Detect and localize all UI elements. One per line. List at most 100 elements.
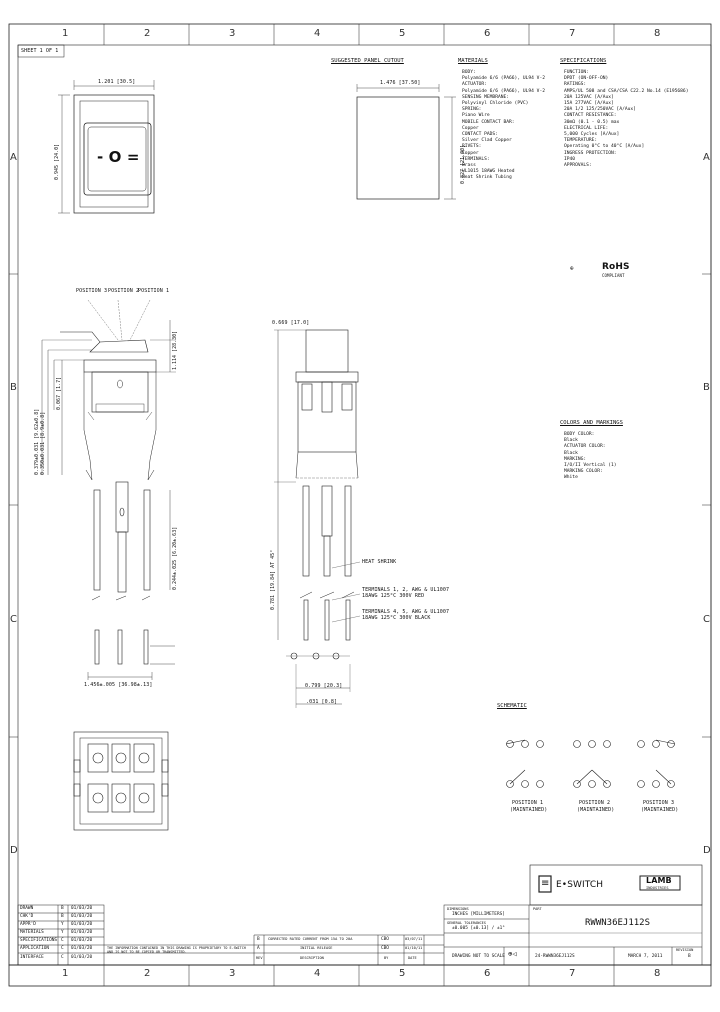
colors-line: ACTUATOR COLOR: xyxy=(564,444,606,450)
revision-row-rev: B xyxy=(257,937,260,942)
zone-row-a: A xyxy=(10,152,17,163)
spec-line: 30mΩ (0.1 - 0.5) max xyxy=(564,119,620,125)
spec-line: 20A 125VAC [A/Aux] xyxy=(564,94,614,100)
approval-row-label: DRAWN xyxy=(20,906,34,911)
eswitch-logo-icon: ≡ xyxy=(541,878,550,889)
materials-line: Heat Shrink Tubing xyxy=(462,175,512,181)
tolerance-value: ±0.005 [±0.13] / ±1° xyxy=(452,926,505,931)
materials-line: Copper xyxy=(462,125,479,131)
materials-line: MOBILE CONTACT BAR: xyxy=(462,119,515,125)
approval-row-label: APPLICATION xyxy=(20,946,50,951)
approval-row-init: C xyxy=(61,946,64,951)
zone-col-7-bottom: 7 xyxy=(569,968,576,979)
materials-line: Silver Clad Copper xyxy=(462,138,512,144)
panel-cutout-title: SUGGESTED PANEL CUTOUT xyxy=(331,58,404,64)
zone-col-3-bottom: 3 xyxy=(229,968,236,979)
rohs-sub: COMPLIANT xyxy=(602,273,625,278)
drawing-date: MARCH 7, 2011 xyxy=(628,954,663,959)
front-view-left-dim: 0.781 [19.84] AT 45° xyxy=(270,549,276,610)
position-1-label: POSITION 1 xyxy=(138,288,170,294)
ul-mark-icon: ⊕ xyxy=(570,265,574,272)
position-3-label: POSITION 3 xyxy=(76,288,108,294)
front-view-bottom-dim-2: .031 [0.8] xyxy=(306,699,338,705)
materials-line: Polyamide 6/6 (PA66), UL94 V-2 xyxy=(462,88,545,94)
approval-row-init: C xyxy=(61,938,64,943)
colors-line: MARKING: xyxy=(564,456,587,462)
zone-row-b-right: B xyxy=(703,382,710,393)
side-view-dim-3: 0.067 [1.7] xyxy=(56,376,62,410)
zone-col-3: 3 xyxy=(229,28,236,39)
spec-line: RATINGS: xyxy=(564,82,587,88)
colors-line: BODY COLOR: xyxy=(564,432,595,437)
colors-title: COLORS AND MARKINGS xyxy=(560,420,623,426)
specifications-title: SPECIFICATIONS xyxy=(560,58,607,64)
revision-row-date: 03/07/11 xyxy=(405,937,423,941)
revision-row-date: 01/10/11 xyxy=(405,946,423,950)
zone-col-5: 5 xyxy=(399,28,406,39)
spec-line: FUNCTION: xyxy=(564,70,589,75)
colors-line: Black xyxy=(564,450,578,456)
zone-col-8: 8 xyxy=(654,28,661,39)
zone-row-d-right: D xyxy=(703,845,711,856)
colors-line: White xyxy=(564,475,578,481)
part-label: PART xyxy=(533,907,542,911)
approval-row-date: 01/03/20 xyxy=(71,946,93,951)
spec-line: Operating 0°C to 40°C [A/Aux] xyxy=(564,144,645,150)
materials-line: Copper xyxy=(462,150,479,156)
revision-header-desc: DESCRIPTION xyxy=(300,956,324,960)
colors-list: BODY COLOR: Black ACTUATOR COLOR: Black … xyxy=(564,432,617,482)
part-number: RWWN36EJ112S xyxy=(585,918,651,928)
approval-row-date: 01/03/20 xyxy=(71,914,93,919)
rohs-mark: RoHS xyxy=(602,262,630,272)
drawing-number: 24-RWWN36EJ112S xyxy=(535,954,575,959)
revision-header-date: DATE xyxy=(408,956,417,960)
actuator-symbol: - O = xyxy=(97,148,140,166)
approval-row-label: CHK'D xyxy=(20,914,34,919)
materials-line: RIVETS: xyxy=(462,144,482,150)
callout-terminals-black: TERMINALS 4, 5, AWG & UL1007 18AWG 125°C… xyxy=(362,609,450,621)
colors-line: I/O/II Vertical (1) xyxy=(564,463,617,469)
revision-row-desc: INITIAL RELEASE xyxy=(300,946,333,950)
schematic-pos2-sub: (MAINTAINED) xyxy=(577,807,615,813)
approval-row-label: MATERIALS xyxy=(20,930,44,935)
approval-row-label: APPR'D xyxy=(20,922,36,927)
revision-header-rev: REV xyxy=(256,956,263,960)
proprietary-notice: THE INFORMATION CONTAINED IN THIS DRAWIN… xyxy=(107,946,246,954)
zone-row-c: C xyxy=(10,614,17,625)
zone-col-4: 4 xyxy=(314,28,321,39)
revision-row-rev: A xyxy=(257,946,260,951)
revision-value: B xyxy=(688,954,691,959)
zone-col-5-bottom: 5 xyxy=(399,968,406,979)
materials-line: Polyamide 6/6 (PA66), UL94 V-2 xyxy=(462,76,545,82)
approval-row-init: Y xyxy=(61,922,64,927)
schematic-pos3-label: POSITION 3 xyxy=(643,800,675,806)
revision-row-by: CBO xyxy=(381,937,389,942)
side-view-dim-4: 0.244±.025 [6.20±.63] xyxy=(172,526,178,590)
revision-label: REVISION xyxy=(676,948,694,952)
schematic-pos2-label: POSITION 2 xyxy=(579,800,611,806)
materials-line: UL1015 18AWG Heated xyxy=(462,169,515,175)
side-view-bottom-dim: 1.456±.005 [36.98±.13] xyxy=(84,682,153,688)
zone-row-a-right: A xyxy=(703,152,710,163)
front-view-bottom-dim-1: 0.799 [20.3] xyxy=(305,683,343,689)
panel-cutout-width-dim: 1.476 [37.50] xyxy=(380,80,421,86)
approval-row-date: 01/03/20 xyxy=(71,930,93,935)
materials-line: Polyvinyl Chloride (PVC) xyxy=(462,101,529,107)
approval-row-init: Y xyxy=(61,930,64,935)
callout-terminals-red: TERMINALS 1, 2, AWG & UL1007 18AWG 125°C… xyxy=(362,587,450,599)
materials-line: CONTACT PADS: xyxy=(462,132,498,138)
approval-row-date: 01/03/20 xyxy=(71,906,93,911)
spec-line: ELECTRICAL LIFE: xyxy=(564,125,609,131)
zone-row-c-right: C xyxy=(703,614,710,625)
sheet-label: SHEET 1 OF 1 xyxy=(21,48,59,54)
scale-label: DRAWING NOT TO SCALE xyxy=(452,954,505,959)
materials-line: Piano Wire xyxy=(462,113,490,119)
schematic-title: SCHEMATIC xyxy=(497,703,527,709)
zone-col-2: 2 xyxy=(144,28,151,39)
revision-row-desc: CORRECTED RATED CURRENT FROM 15A TO 20A xyxy=(268,937,353,941)
zone-col-2-bottom: 2 xyxy=(144,968,151,979)
zone-row-b: B xyxy=(10,382,17,393)
units-label: DIMENSIONS xyxy=(447,907,469,911)
top-view-height-dim: 0.945 [24.0] xyxy=(54,143,60,180)
